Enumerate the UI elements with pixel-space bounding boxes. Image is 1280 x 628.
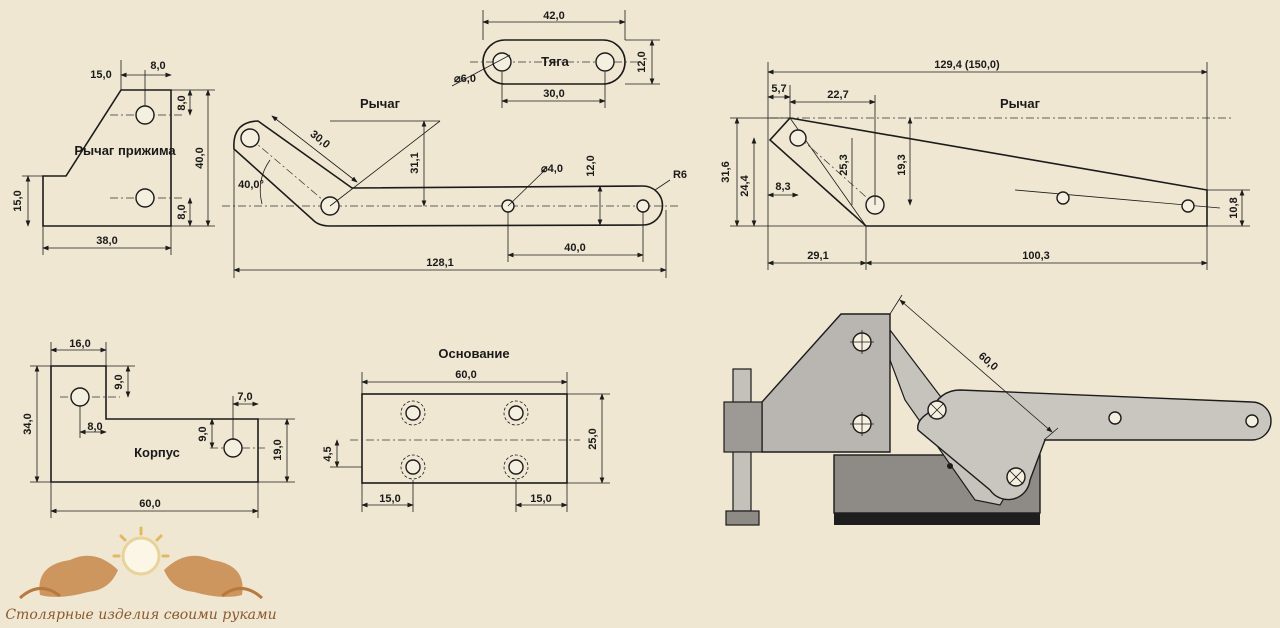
dim-label: 128,1 (426, 257, 454, 269)
dim-label: 38,0 (96, 235, 117, 247)
base-countersink (503, 400, 529, 426)
dim-label: 40,0° (238, 179, 264, 191)
dim-label: 12,0 (585, 155, 597, 176)
base-drawing: Основание 60,0 25,0 4,5 15,0 15,0 (322, 346, 610, 512)
lever-clamp-hole (135, 105, 155, 125)
dim-label: 60,0 (139, 498, 160, 510)
assembly-drawing: 60,0 (723, 294, 1272, 526)
lever-hole (636, 199, 650, 213)
dim-label: 9,0 (197, 426, 209, 441)
assembly-base-pad (834, 513, 1040, 525)
lever-assembly-hole (789, 129, 807, 147)
body-hole (223, 438, 243, 458)
lever-assembly-title: Рычаг (1000, 96, 1041, 111)
dim-label: 7,0 (237, 391, 252, 403)
dim-label: 19,3 (896, 154, 908, 175)
dim-label: 31,1 (409, 152, 421, 173)
dim-label: 31,6 (720, 161, 732, 182)
dim-label: 15,0 (379, 493, 400, 505)
dim-label: 129,4 (150,0) (934, 59, 1000, 71)
assembly-screw-tip (725, 510, 760, 526)
base-hole (405, 459, 421, 475)
base-hole (405, 405, 421, 421)
dim-label: 22,7 (827, 89, 848, 101)
dim-label: 8,0 (87, 421, 102, 433)
dim-label: 100,3 (1022, 250, 1050, 262)
assembly-body (761, 313, 891, 453)
lever-drawing: Рычаг 30,0 31,1 40,0° ⌀4,0 12,0 R6 40,0 … (222, 96, 687, 278)
dim-label: 42,0 (543, 10, 564, 22)
dim-label: 8,0 (176, 204, 188, 219)
assembly-lever-hole (1245, 414, 1259, 428)
base-hole (508, 405, 524, 421)
dim-label: 16,0 (69, 338, 90, 350)
lever-assembly-hole (1056, 191, 1070, 205)
dim-label: ⌀6,0 (454, 73, 476, 85)
dim-label: 15,0 (530, 493, 551, 505)
lever-assembly-hole (1181, 199, 1195, 213)
dim-label: 25,3 (838, 154, 850, 175)
dim-label: 4,5 (322, 446, 334, 461)
dim-label: 60,0 (976, 350, 1000, 373)
dim-label: 8,0 (150, 60, 165, 72)
body-drawing: Корпус 16,0 9,0 34,0 8,0 7,0 9,0 19,0 60… (22, 338, 295, 518)
dim-label: 60,0 (455, 369, 476, 381)
lever-clamp-title: Рычаг прижима (74, 143, 176, 158)
dim-label: 34,0 (22, 413, 34, 434)
dim-label: 40,0 (564, 242, 585, 254)
link-drawing: Тяга 42,0 12,0 ⌀6,0 30,0 (451, 10, 660, 108)
site-logo: Столярные изделия своими руками (5, 526, 277, 623)
base-countersink (400, 454, 426, 480)
site-logo-text: Столярные изделия своими руками (5, 607, 276, 623)
dim-label: 40,0 (194, 147, 206, 168)
dim-label: 30,0 (543, 88, 564, 100)
dim-label: 19,0 (272, 439, 284, 460)
base-title: Основание (438, 346, 509, 361)
dim-label: R6 (673, 169, 687, 181)
lever-hole (240, 128, 260, 148)
base-countersink (400, 400, 426, 426)
lever-clamp-drawing: Рычаг прижима 15,0 8,0 8,0 40,0 8,0 15,0… (12, 60, 215, 255)
dim-label: 5,7 (771, 83, 786, 95)
assembly-mark (947, 463, 953, 469)
link-title: Тяга (541, 54, 570, 69)
assembly-screw-nut (723, 401, 763, 453)
body-hole (70, 387, 90, 407)
dim-label: 30,0 (308, 128, 332, 151)
assembly-lever-hole (1108, 411, 1122, 425)
dim-label: 15,0 (90, 69, 111, 81)
link-hole (595, 52, 615, 72)
dim-label: 9,0 (113, 374, 125, 389)
dim-label: ⌀4,0 (541, 163, 563, 175)
dim-label: 25,0 (587, 428, 599, 449)
base-holes (400, 400, 529, 480)
dim-label: 8,3 (775, 181, 790, 193)
dim-label: 12,0 (636, 51, 648, 72)
dim-label: 8,0 (176, 95, 188, 110)
dim-label: 15,0 (12, 190, 24, 211)
base-hole (508, 459, 524, 475)
link-hole (492, 52, 512, 72)
base-countersink (503, 454, 529, 480)
lever-title: Рычаг (360, 96, 401, 111)
lever-clamp-hole (135, 188, 155, 208)
lever-assembly-drawing: Рычаг 129,4 (150,0) 5,7 22,7 31,6 (720, 59, 1250, 270)
dim-label: 10,8 (1228, 197, 1240, 218)
dim-label: 24,4 (739, 174, 751, 196)
dim-label: 29,1 (807, 250, 828, 262)
body-title: Корпус (134, 445, 180, 460)
